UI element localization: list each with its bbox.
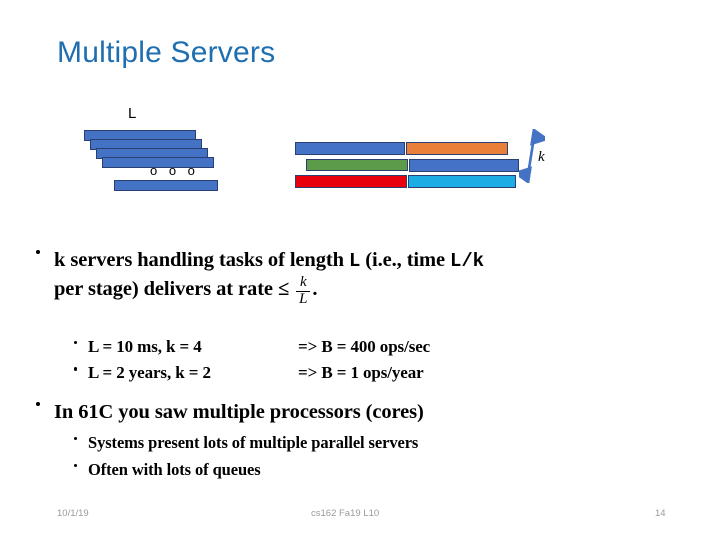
bottom-task-bar [114, 180, 218, 191]
server-row-3-left-bar [295, 175, 407, 188]
bullet-part-2: (i.e., time [360, 249, 451, 271]
footer-course: cs162 Fa19 L10 [311, 508, 380, 519]
ellipsis-dots: o o o [150, 163, 199, 178]
fraction-denominator: L [296, 290, 311, 308]
server-row-2-left-bar [306, 159, 408, 171]
bullet-dot [74, 367, 78, 371]
stack-bar-4 [102, 157, 214, 168]
count-label-k: k [538, 149, 545, 165]
sub-bullet-1: Systems present lots of multiple paralle… [60, 430, 720, 457]
bullet-dot [36, 402, 40, 406]
footer-date: 10/1/19 [57, 508, 89, 519]
example-1-right: => B = 400 ops/sec [298, 337, 431, 356]
cores-group: In 61C you saw multiple processors (core… [0, 398, 720, 427]
length-label-L: L [128, 105, 137, 122]
double-arrow-k-icon [519, 129, 545, 183]
example-2-left: L = 2 years, k = 2 [88, 363, 211, 383]
bullet-dot [74, 437, 78, 441]
bullet-mono-L-over-k: L/k [450, 250, 484, 272]
bullet-61c-cores: In 61C you saw multiple processors (core… [22, 398, 720, 427]
server-row-3-right-bar [408, 175, 516, 188]
bullet-part-4: . [312, 278, 318, 301]
slide-footer: 10/1/19 cs162 Fa19 L10 14 [0, 508, 720, 528]
example-2-right: => B = 1 ops/year [298, 363, 424, 383]
sub-bullets-group: Systems present lots of multiple paralle… [0, 430, 720, 483]
sub-bullet-2-text: Often with lots of queues [88, 459, 261, 479]
examples-group: L = 10 ms, k = 4 => B = 400 ops/sec L = … [0, 334, 720, 387]
example-row-1: L = 10 ms, k = 4 => B = 400 ops/sec [60, 334, 720, 360]
bullet-part-1: k servers handling tasks of length [54, 249, 349, 271]
server-row-2-right-bar [409, 159, 519, 172]
server-row-1-left-bar [295, 142, 405, 155]
example-row-2: L = 2 years, k = 2 => B = 1 ops/year [60, 360, 720, 386]
server-row-1-right-bar [406, 142, 508, 155]
bullet-dot [74, 463, 78, 468]
example-1-left: L = 10 ms, k = 4 [88, 337, 202, 356]
sub-bullet-1-text: Systems present lots of multiple paralle… [88, 433, 419, 452]
bullet-k-servers-text: k servers handling tasks of length L (i.… [22, 246, 720, 308]
fraction-numerator: k [299, 274, 307, 291]
sub-bullet-2: Often with lots of queues [60, 457, 720, 484]
bullet-mono-L: L [348, 250, 361, 272]
bullet-k-servers: k servers handling tasks of length L (i.… [22, 246, 720, 308]
bullet-61c-cores-text: In 61C you saw multiple processors (core… [54, 401, 424, 423]
bullet-part-3: per stage) delivers at rate ≤ [54, 278, 295, 301]
bullet-dot [36, 250, 40, 254]
slide-body: k servers handling tasks of length L (i.… [0, 246, 720, 479]
bullet-dot [74, 341, 78, 345]
page-title: Multiple Servers [57, 36, 276, 69]
footer-page-number: 14 [655, 508, 666, 519]
